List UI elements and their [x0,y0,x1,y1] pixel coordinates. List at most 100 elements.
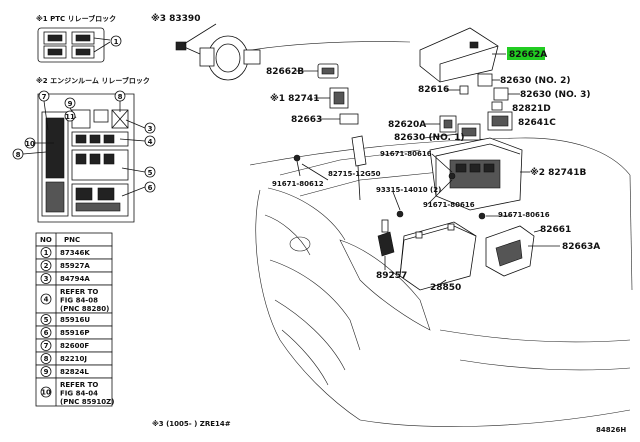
part-82620a [439,115,457,133]
row-number-circle [40,353,52,364]
callout-circle-1: 1 [110,35,122,47]
row-pnc: (PNC 85910Z) [60,398,114,406]
label-82662a: 82662A [509,50,547,60]
row-number-circle [40,314,52,325]
row-pnc: 82600F [60,342,89,350]
sensor-89257 [377,219,395,270]
relay-82616 [459,85,469,95]
row-number-circle [40,366,52,377]
bolt-91671-80616-right [478,212,486,220]
row-number: 9 [44,368,49,376]
figure-code: 84826H [596,426,626,434]
brake-booster [175,35,261,81]
row-number-circle [40,260,52,271]
row-pnc: REFER TO [60,381,98,389]
row-pnc: (PNC 88280) [60,305,109,313]
row-pnc: FIG 84-08 [60,297,98,305]
label-82663a: 82663A [562,242,600,252]
label-82630-no3: 82630 (NO. 3) [520,90,590,100]
part-82641c [487,111,513,131]
engine-relay-block-82741b [429,137,530,211]
row-pnc: 85927A [60,262,90,270]
svg-text:7: 7 [42,93,47,101]
row-pnc: FIG 84-04 [60,390,98,398]
row-number: 1 [44,249,49,257]
row-number: 5 [44,316,49,324]
row-number: 8 [44,355,49,363]
label-91671-80612: 91671-80612 [272,180,324,188]
block2-callout-10: 10 [24,137,54,149]
label-93315: 93315-14010 (2) [376,186,441,194]
row-pnc: 82824L [60,368,89,376]
label-89257: 89257 [376,271,407,281]
row-number-circle [40,293,52,305]
part-82715 [351,135,367,201]
leader-lines [183,23,512,217]
row-pnc: 82210J [60,355,87,363]
highlight-box [507,47,545,60]
relay-block-1-label: ※1 PTC リレーブロック [36,14,116,23]
table-row: 3 84794A [35,271,113,286]
label-83390: ※3 83390 [151,13,200,24]
row-number-circle [40,340,52,351]
relay-82630-no2 [477,73,500,87]
block2-callout-left-8: 8 [12,148,47,160]
part-82741 [314,87,349,109]
ptc-relay-block [37,27,111,63]
svg-text:8: 8 [16,151,21,159]
part-82662b [296,63,339,79]
block2-callout-7: 7 [38,90,50,131]
label-82741b: ※2 82741B [530,167,586,178]
svg-text:3: 3 [148,125,153,133]
label-91671-80616-a: 91671-80616 [380,150,432,158]
row-number-circle [40,386,52,398]
svg-text:1: 1 [114,38,119,46]
label-82661: 82661 [540,225,571,235]
footnote: ※3 (1005- ) ZRE14# [152,419,231,428]
battery-28850 [399,221,477,291]
block2-callout-4: 4 [119,135,156,147]
label-82662a-highlight: 82662A [507,47,547,60]
bolt-91671-80616-mid [448,172,456,180]
label-82616: 82616 [418,85,449,95]
table-row: 7 82600F [35,338,113,353]
label-82641c: 82641C [518,118,556,128]
row-number: 7 [44,342,49,350]
block2-callout-5: 5 [121,166,156,178]
svg-text:11: 11 [65,113,75,121]
row-pnc: 85916P [60,329,89,337]
relay-box-cover-82662a [419,27,506,83]
label-82821d: 82821D [512,104,551,114]
table-row: 1 87346K [35,245,113,260]
part-82663 [318,113,359,125]
row-number: 6 [44,329,49,337]
label-82620a: 82620A [388,120,426,130]
row-pnc: 87346K [60,249,90,257]
relay-82630-no3 [493,87,520,101]
engine-room-relay-block [37,93,135,223]
table-row: 8 82210J [35,351,113,366]
part-82821d [491,101,503,111]
label-91671-80616-c: 91671-80616 [498,211,550,219]
label-82663: 82663 [291,115,322,125]
block2-callout-8: 8 [114,90,126,112]
row-pnc: 84794A [60,275,90,283]
bolt-93315-14010 [396,210,404,218]
row-number: 10 [41,389,51,397]
row-number: 3 [44,275,49,283]
part-82661 [485,225,560,277]
row-number: 4 [44,296,49,304]
svg-text:4: 4 [148,138,153,146]
svg-text:5: 5 [148,169,153,177]
row-number-circle [40,327,52,338]
svg-text:6: 6 [148,184,153,192]
label-82630-no2: 82630 (NO. 2) [500,76,570,86]
block2-callout-11: 11 [64,110,76,122]
block2-callout-3: 3 [125,119,156,134]
row-number-circle [40,273,52,284]
vehicle-outline [199,41,633,427]
